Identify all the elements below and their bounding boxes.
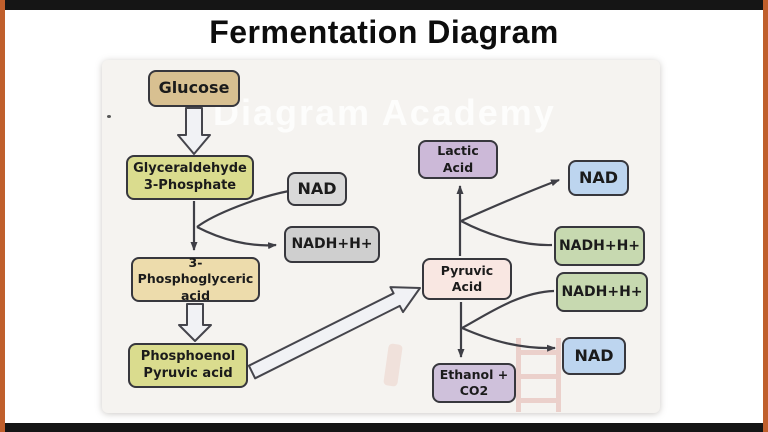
node-lactic-acid: Lactic Acid: [418, 140, 498, 179]
ladder-rail: [516, 338, 521, 412]
ink-speck: [107, 115, 111, 118]
right-orange-border: [763, 0, 768, 432]
bottom-black-bar: [0, 423, 768, 432]
node-label-line2: Pyruvic acid: [143, 365, 233, 381]
node-nadh-ethanol-branch: NADH+H+: [556, 272, 648, 312]
node-pyruvic-acid: Pyruvic Acid: [422, 258, 512, 300]
node-label: NAD: [578, 167, 619, 187]
node-label-line2: acid: [180, 287, 211, 303]
node-label: NAD: [297, 178, 337, 198]
node-nad-ethanol-branch: NAD: [562, 337, 626, 375]
node-label-line1: Phosphoenol: [140, 348, 236, 364]
node-label-line1: Pyruvic: [440, 262, 494, 278]
node-label-line2: Acid: [442, 159, 474, 175]
node-label: NADH+H+: [561, 283, 643, 300]
node-label-line2: Acid: [451, 279, 483, 294]
node-label-line2: 3-Phosphate: [143, 177, 237, 193]
node-label: Glucose: [158, 78, 230, 98]
ladder-rung: [520, 398, 558, 403]
node-label-line2: CO2: [459, 383, 489, 398]
node-nad-lactic-branch: NAD: [568, 160, 629, 196]
node-3-phosphoglyceric-acid: 3-Phosphoglyceric acid: [131, 255, 260, 303]
page-title: Fermentation Diagram: [209, 14, 559, 50]
node-label-line1: Lactic: [437, 143, 479, 159]
node-nadh-glycolysis: NADH+H+: [284, 226, 380, 263]
ladder-rail: [556, 338, 561, 412]
node-nad-glycolysis: NAD: [287, 172, 347, 206]
node-label-line1: Glyceraldehyde: [133, 160, 247, 176]
ladder-rung: [520, 350, 558, 355]
node-label: NADH+H+: [558, 237, 641, 254]
node-glyceraldehyde-3-phosphate: Glyceraldehyde 3-Phosphate: [126, 155, 254, 200]
node-nadh-lactic-branch: NADH+H+: [554, 226, 645, 266]
faint-ladder-decoration: [516, 338, 562, 412]
node-ethanol-co2: Ethanol + CO2: [432, 363, 516, 403]
node-phosphoenol-pyruvic-acid: Phosphoenol Pyruvic acid: [128, 343, 248, 388]
top-black-bar: [0, 0, 768, 10]
node-label: NADH+H+: [291, 236, 373, 253]
node-glucose: Glucose: [148, 70, 240, 107]
ladder-rung: [520, 374, 558, 379]
left-orange-border: [0, 0, 5, 432]
node-label-line1: Ethanol +: [439, 366, 509, 382]
node-label: NAD: [574, 345, 614, 365]
node-label-line1: 3-Phosphoglyceric: [137, 255, 254, 287]
